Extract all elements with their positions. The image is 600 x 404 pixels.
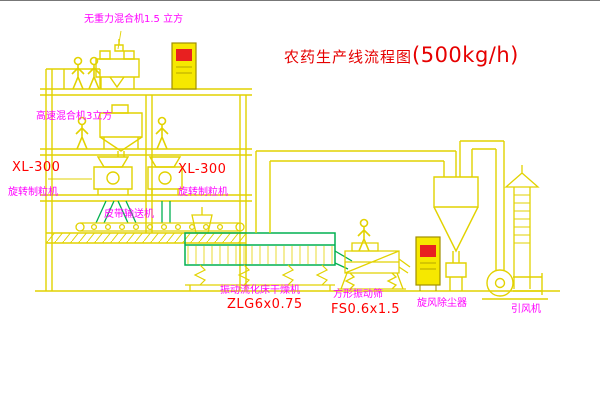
diagram-title-text: 农药生产线流程图 — [284, 48, 413, 66]
gravity-mixer — [95, 30, 140, 89]
diagram-title-capacity: (500kg/h) — [412, 43, 519, 67]
operator-icon — [155, 116, 169, 150]
label-high-speed-mixer: 高速混合机3立方 — [36, 111, 113, 122]
label-fluid-bed-dryer-model: ZLG6x0.75 — [227, 297, 303, 312]
high-speed-mixer — [99, 104, 143, 157]
label-granulator-center-model: XL-300 — [178, 162, 227, 177]
cyclone-dust-collector — [433, 140, 505, 291]
control-cabinet-top — [171, 42, 197, 90]
induced-draft-fan — [482, 269, 548, 300]
operator-icon — [87, 56, 101, 90]
label-vibrating-screen: 方形振动筛 — [333, 289, 383, 300]
vibrating-screen — [338, 242, 411, 290]
operator-icon — [357, 218, 371, 252]
label-belt-conveyor: 皮带输送机 — [104, 209, 154, 220]
label-granulator-left-model: XL-300 — [12, 160, 61, 175]
operator-icon — [71, 56, 85, 90]
label-cyclone: 旋风除尘器 — [417, 298, 467, 309]
granulator-center — [147, 156, 183, 195]
granulator-left — [48, 156, 133, 195]
label-fan: 引风机 — [511, 304, 541, 315]
label-granulator-left-name: 旋转制粒机 — [8, 187, 58, 198]
fluid-bed-dryer — [184, 207, 353, 291]
exhaust-duct — [255, 150, 457, 233]
control-cabinet-right — [415, 236, 441, 291]
exhaust-stack — [504, 165, 540, 289]
label-granulator-center-name: 旋转制粒机 — [178, 187, 228, 198]
operator-icon — [75, 116, 89, 150]
diagram-title: 农药生产线流程图(500kg/h) — [284, 43, 519, 67]
building-frame — [40, 68, 252, 291]
label-fluid-bed-dryer: 振动流化床干燥机 — [220, 285, 300, 296]
label-vibrating-screen-model: FS0.6x1.5 — [331, 302, 401, 317]
belt-conveyor — [75, 222, 245, 232]
discharge-chutes — [95, 200, 171, 224]
label-gravity-mixer: 无重力混合机1.5 立方 — [84, 14, 184, 25]
